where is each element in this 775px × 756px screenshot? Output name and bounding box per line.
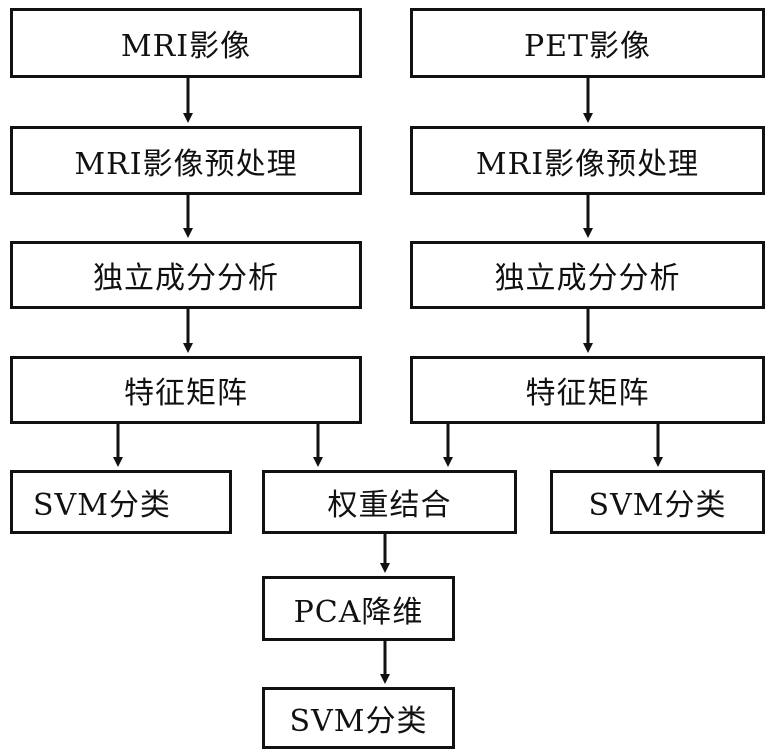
box-mri-preprocess-right: MRI影像预处理 [410, 126, 765, 195]
box-pca-reduction: PCA降维 [262, 576, 455, 641]
box-ica-right-label: 独立成分分析 [494, 261, 681, 296]
box-svm-classify-right: SVM分类 [550, 470, 765, 534]
box-svm-classify-left-label: SVM分类 [33, 488, 171, 523]
box-weighted-fusion-label: 权重结合 [327, 488, 452, 523]
box-mri-preprocess-right-label: MRI影像预处理 [475, 146, 700, 182]
box-svm-classify-center-label: SVM分类 [289, 704, 428, 739]
box-svm-classify-center: SVM分类 [262, 687, 455, 749]
box-pca-reduction-label: PCA降维 [293, 594, 424, 630]
box-feature-matrix-left-label: 特征矩阵 [124, 376, 248, 411]
box-mri-image: MRI影像 [10, 8, 362, 78]
box-svm-classify-left: SVM分类 [10, 470, 232, 534]
box-mri-preprocess-left: MRI影像预处理 [10, 126, 362, 195]
box-mri-preprocess-left-label: MRI影像预处理 [74, 146, 298, 182]
box-feature-matrix-right: 特征矩阵 [410, 356, 765, 424]
box-mri-image-label: MRI影像 [120, 29, 252, 64]
box-ica-left: 独立成分分析 [10, 241, 362, 309]
box-feature-matrix-right-label: 特征矩阵 [525, 376, 650, 411]
box-feature-matrix-left: 特征矩阵 [10, 356, 362, 424]
box-ica-right: 独立成分分析 [410, 241, 765, 309]
box-ica-left-label: 独立成分分析 [93, 261, 279, 296]
box-weighted-fusion: 权重结合 [262, 470, 517, 534]
box-svm-classify-right-label: SVM分类 [588, 488, 727, 523]
box-pet-image-label: PET影像 [523, 29, 652, 64]
box-pet-image: PET影像 [410, 8, 765, 78]
